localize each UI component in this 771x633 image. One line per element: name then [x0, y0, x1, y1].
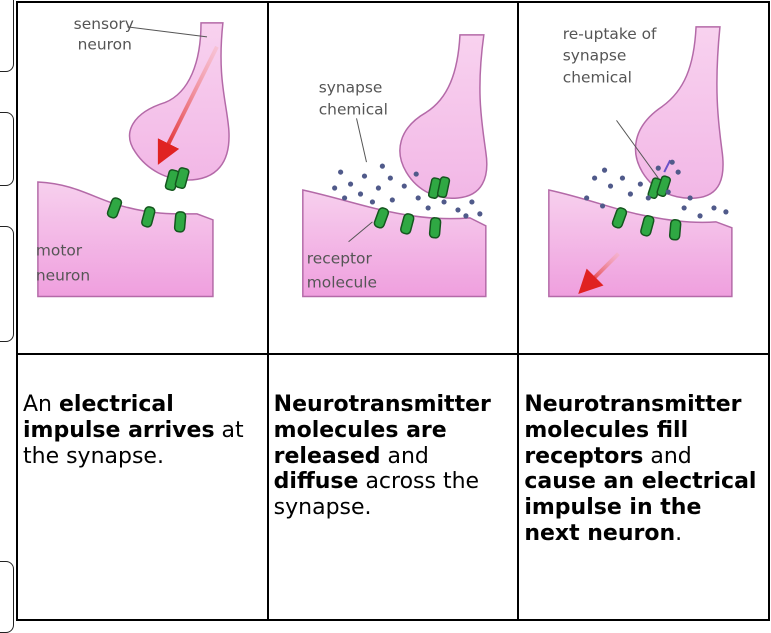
chemical-pointer [356, 118, 366, 162]
label-reuptake-3: chemical [563, 69, 632, 87]
label-sensory-2: neuron [78, 36, 132, 54]
channel [428, 176, 450, 198]
panel-3-illustration: re-uptake of synapse chemical [518, 2, 769, 354]
synapse-steps-table: sensory neuron motor neuron [16, 1, 770, 621]
label-synapse-chemical-1: synapse [318, 79, 382, 97]
label-reuptake-1: re-uptake of [563, 25, 657, 43]
label-receptor-2: molecule [306, 273, 376, 291]
caption-3-bold-a: Neurotransmitter molecules fill receptor… [524, 392, 741, 468]
label-synapse-chemical-2: chemical [318, 100, 387, 118]
caption-3-text-a: and [643, 444, 691, 469]
label-reuptake-2: synapse [563, 47, 627, 65]
side-frame-4 [0, 561, 14, 633]
motor-neuron [549, 190, 732, 296]
label-motor-1: motor [36, 242, 83, 260]
side-frame-3 [0, 226, 14, 342]
side-frame-2 [0, 112, 14, 186]
caption-step-3: Neurotransmitter molecules fill receptor… [518, 354, 769, 620]
caption-3-text-b: . [675, 521, 682, 546]
caption-2-text-a: and [381, 444, 429, 469]
caption-step-2: Neurotransmitter molecules are released … [268, 354, 519, 620]
label-receptor-1: receptor [306, 250, 372, 268]
caption-step-1: An electrical impulse arrives at the syn… [17, 354, 268, 620]
sensory-neuron-terminal [130, 23, 229, 180]
panel-2-illustration: synapse chemical receptor molecule [268, 2, 519, 354]
caption-2-bold-b: diffuse [274, 469, 359, 494]
side-frame-1 [0, 0, 14, 72]
label-sensory-1: sensory [74, 15, 134, 33]
caption-1-text-a: An [23, 392, 59, 417]
caption-3-bold-b: cause an electrical impulse in the next … [524, 469, 756, 545]
sensory-pointer [127, 27, 207, 37]
label-motor-2: neuron [36, 267, 90, 285]
presynaptic-terminal [400, 35, 487, 198]
panel-1-illustration: sensory neuron motor neuron [17, 2, 268, 354]
